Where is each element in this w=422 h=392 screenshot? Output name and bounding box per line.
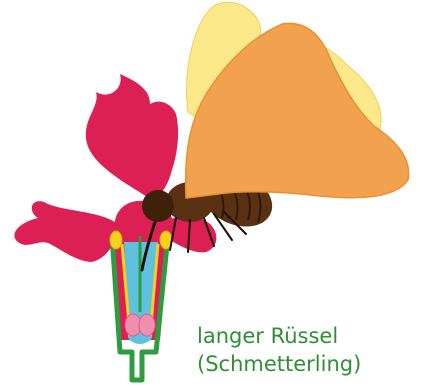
stamen-left <box>110 231 122 249</box>
caption-line-1: langer Rüssel <box>197 322 417 350</box>
left-petal <box>14 201 120 262</box>
ovary-right <box>139 314 155 336</box>
flower-tube <box>110 214 172 380</box>
pollinator-caption: langer Rüssel (Schmetterling) <box>197 322 417 378</box>
head <box>142 190 174 222</box>
upper-petal <box>86 74 178 200</box>
caption-line-2: (Schmetterling) <box>197 350 417 378</box>
